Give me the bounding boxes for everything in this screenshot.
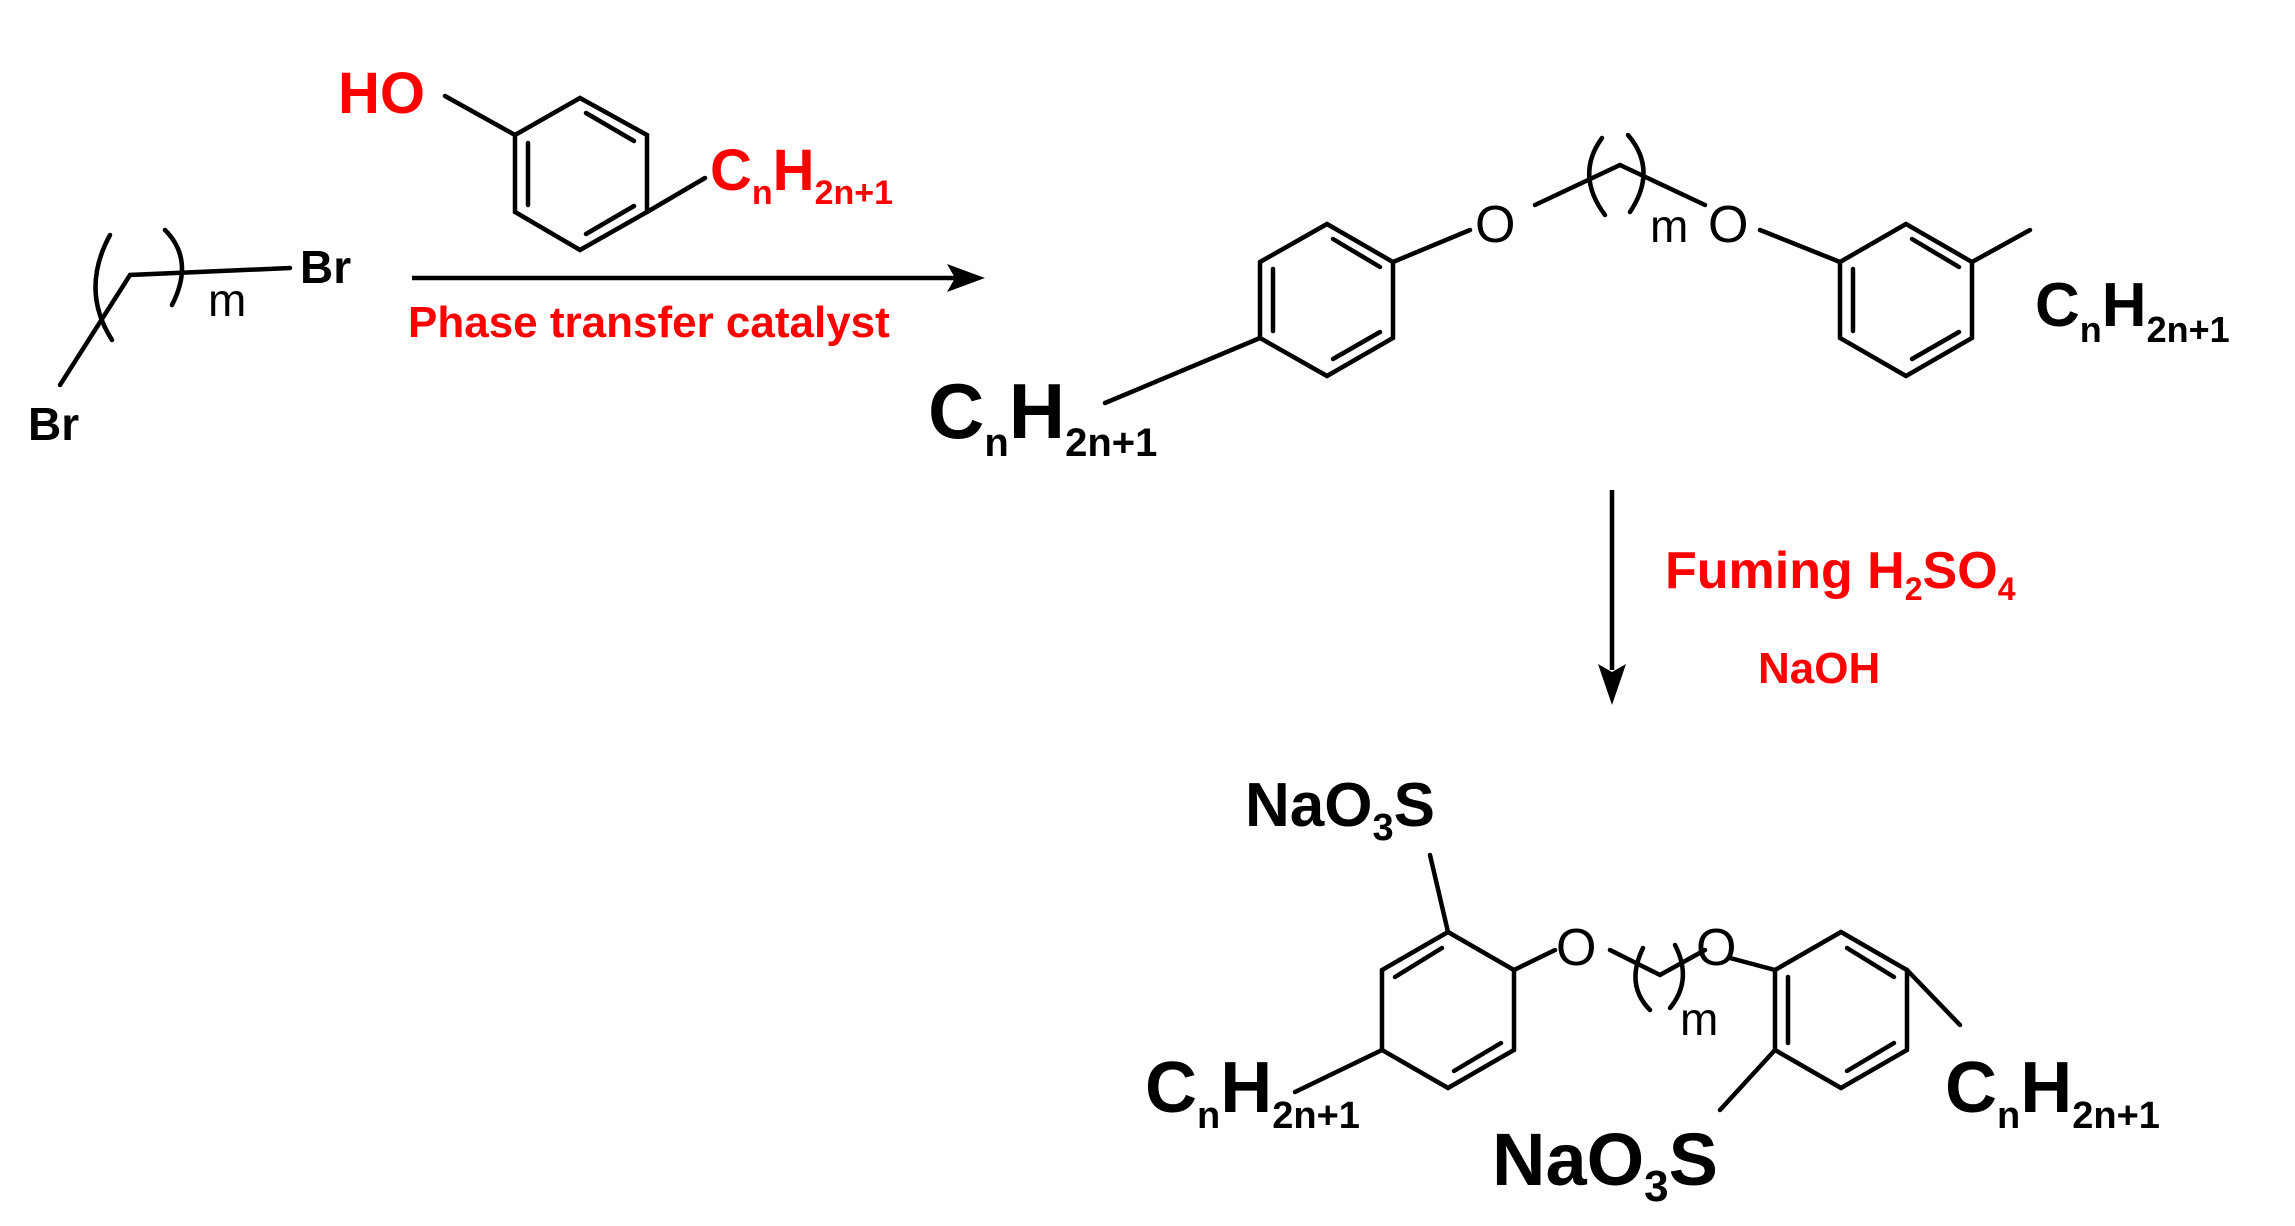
dibromoalkane-structure: Br Br m — [28, 227, 351, 450]
phase-transfer-catalyst-label: Phase transfer catalyst — [408, 298, 890, 347]
product-left-ring-double-bonds — [1392, 945, 1504, 1074]
repeat-bracket-left — [93, 232, 115, 343]
intermediate-left-ether-bond — [1390, 227, 1473, 265]
intermediate-repeat-index-m: m — [1650, 200, 1688, 252]
sodium-hydroxide-label: NaOH — [1758, 644, 1880, 693]
intermediate-alkyl-left-label: CnH2n+1 — [928, 367, 1157, 465]
alkylphenol-reagent: HO CnH2n+1 — [338, 61, 893, 253]
intermediate-right-ring-double-bonds — [1850, 236, 1962, 362]
product-chain — [1607, 947, 1708, 978]
intermediate-structure: O O m CnH2n+1 CnH2n+1 — [928, 132, 2230, 465]
dibromoalkane-bonds — [57, 265, 293, 388]
product-sulfonate-top-label: NaO3S — [1245, 771, 1435, 849]
phenol-oh-bond — [442, 93, 518, 138]
intermediate-right-ether-bond — [1757, 227, 1843, 265]
phenol-ring-double-bonds — [525, 110, 637, 237]
phenol-alkyl-bond — [644, 175, 708, 215]
intermediate-left-ring-double-bonds — [1270, 236, 1383, 362]
intermediate-bracket-left — [1587, 135, 1608, 218]
product-left-alkyl-bond — [1292, 1047, 1385, 1095]
product-oxygen-right: O — [1696, 919, 1736, 977]
step2-arrowhead — [1598, 664, 1626, 705]
intermediate-left-alkyl-bond — [1102, 335, 1263, 406]
product-left-ring — [1379, 929, 1517, 1091]
phenol-alkyl-label: CnH2n+1 — [710, 138, 893, 212]
step1-arrow — [412, 264, 985, 292]
hydroxyl-label: HO — [338, 61, 425, 126]
product-right-sulfonate-bond — [1717, 1047, 1778, 1113]
product-right-ring — [1772, 929, 1910, 1091]
fuming-sulfuric-acid-label: Fuming H2SO4 — [1665, 542, 2016, 607]
product-left-ether-bond — [1511, 947, 1558, 973]
product-right-ether-bond — [1727, 955, 1778, 973]
product-bracket-right — [1667, 942, 1686, 1011]
intermediate-right-ring — [1837, 221, 1975, 379]
repeat-index-m: m — [208, 274, 246, 326]
product-right-ring-double-bonds — [1785, 945, 1897, 1074]
product-bracket-left — [1633, 945, 1653, 1013]
bromine-top-label: Br — [300, 241, 351, 293]
product-repeat-index-m: m — [1680, 993, 1718, 1045]
product-alkyl-right-label: CnH2n+1 — [1945, 1048, 2160, 1137]
intermediate-oxygen-left: O — [1475, 196, 1515, 254]
intermediate-right-alkyl-bond — [1969, 227, 2033, 265]
product-left-sulfonate-bond — [1427, 852, 1451, 935]
intermediate-oxygen-right: O — [1708, 196, 1748, 254]
intermediate-left-ring — [1257, 221, 1396, 379]
bromine-bottom-label: Br — [28, 398, 79, 450]
phenol-ring — [512, 95, 650, 253]
step1-arrowhead — [947, 264, 985, 292]
product-alkyl-left-label: CnH2n+1 — [1145, 1048, 1360, 1137]
intermediate-alkyl-right-label: CnH2n+1 — [2035, 271, 2230, 350]
intermediate-bracket-right — [1625, 132, 1646, 215]
step2-arrow — [1598, 490, 1626, 705]
product-structure: O O m NaO3S NaO3S CnH2n+1 CnH2n+1 — [1145, 771, 2160, 1211]
intermediate-chain — [1532, 162, 1708, 208]
product-oxygen-left: O — [1556, 919, 1596, 977]
product-right-alkyl-bond — [1904, 967, 1963, 1028]
product-sulfonate-bottom-label: NaO3S — [1492, 1118, 1718, 1211]
repeat-bracket-right — [162, 227, 185, 308]
